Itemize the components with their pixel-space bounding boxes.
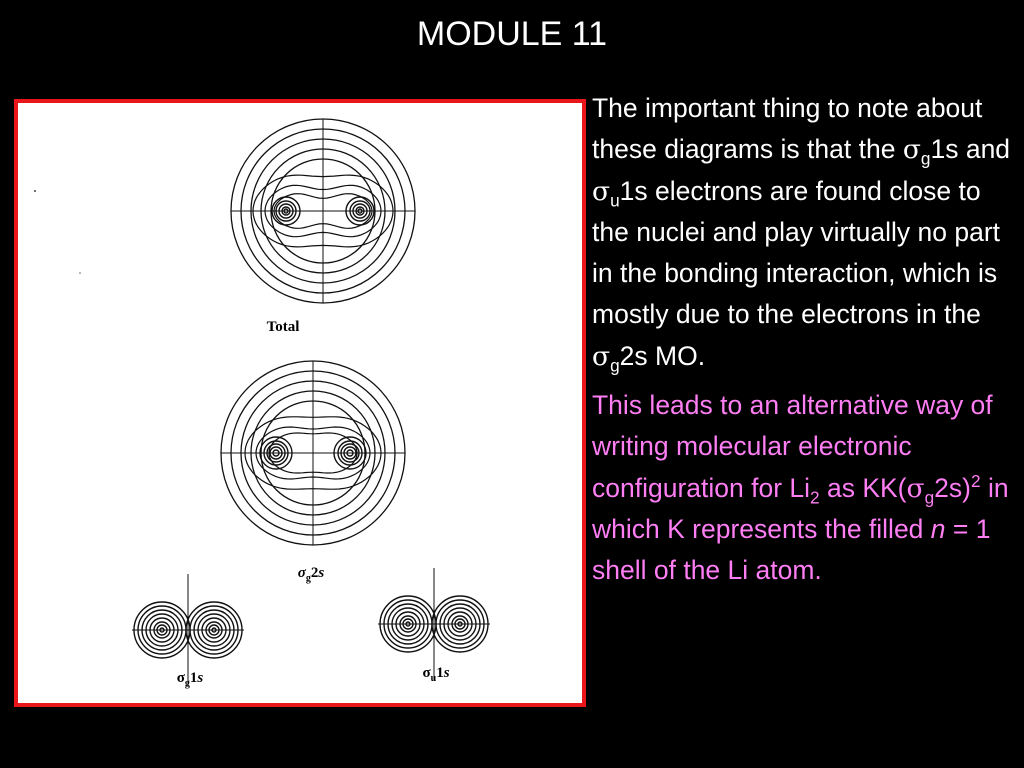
nucleus-contour [275, 200, 297, 222]
orbital-contour-figure: Total σg2s σg1s σu1s [14, 99, 586, 707]
nucleus-contour [349, 200, 371, 222]
nucleus-contour [266, 443, 286, 463]
scan-speck [79, 272, 81, 274]
nucleus-contour [345, 196, 375, 226]
sigma-u-1s-contours [378, 568, 490, 680]
nucleus-contour [281, 206, 291, 216]
explanation-text: The important thing to note about these … [592, 88, 1018, 592]
paragraph-explanation: The important thing to note about these … [592, 93, 1011, 376]
nucleus-contour [343, 446, 357, 460]
nucleus-contour [333, 436, 367, 470]
paragraph-configuration: This leads to an alternative way of writ… [592, 390, 1009, 586]
nucleus-contour [269, 446, 283, 460]
nucleus-contour [272, 449, 280, 457]
nucleus-contour [357, 208, 363, 214]
sigma-g-1s-contours [132, 574, 244, 686]
label-sigma-g-2s: σg2s [298, 565, 325, 584]
nucleus-contour [259, 436, 293, 470]
label-total: Total [267, 319, 300, 335]
nucleus-contour [271, 196, 301, 226]
nucleus-contour [340, 443, 360, 463]
scan-speck [34, 190, 36, 192]
nucleus-contour [283, 208, 289, 214]
label-sigma-g-1s: σg1s [177, 670, 204, 689]
nucleus-contour [346, 449, 354, 457]
total-density-contours [230, 118, 416, 304]
nucleus-contour [352, 203, 368, 219]
nucleus-contour [355, 206, 365, 216]
contour-diagram: Total σg2s σg1s σu1s [34, 118, 490, 689]
nucleus-contour [263, 440, 289, 466]
label-sigma-u-1s: σu1s [422, 665, 449, 684]
sigma-g-2s-contours [220, 360, 406, 546]
slide-title: MODULE 11 [416, 15, 608, 53]
nucleus-contour [278, 203, 294, 219]
nucleus-contour [337, 440, 363, 466]
